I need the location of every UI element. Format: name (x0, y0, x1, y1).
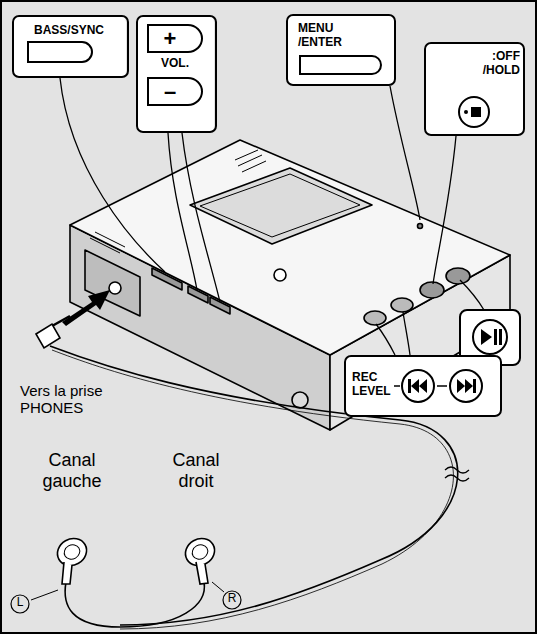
rec-level-callout: REC LEVEL (344, 355, 502, 417)
button-label: + (148, 26, 192, 51)
jack-label: Vers la prise PHONES (20, 382, 115, 417)
button-label: :OFF /HOLD (464, 50, 520, 78)
insert-arrow (62, 290, 110, 326)
volume-callout: + VOL. – (136, 15, 217, 133)
channel-letter: R (223, 592, 241, 606)
earbuds (11, 533, 241, 613)
menu-enter-callout: MENU /ENTER (286, 14, 396, 86)
channel-label: Canal gauche (36, 450, 108, 491)
callout-icons (12, 14, 524, 417)
button-label: VOL. (138, 57, 212, 71)
button-label: MENU /ENTER (298, 22, 368, 50)
bass-sync-callout: BASS/SYNC (12, 15, 129, 78)
button-label: BASS/SYNC (14, 24, 124, 38)
button-label: REC LEVEL (352, 371, 396, 399)
md-player (70, 140, 510, 430)
button-label: – (148, 79, 192, 104)
channel-letter: L (11, 596, 29, 610)
leader-lines (60, 78, 484, 355)
channel-label: Canal droit (160, 450, 232, 491)
off-hold-callout: :OFF /HOLD (424, 42, 525, 136)
